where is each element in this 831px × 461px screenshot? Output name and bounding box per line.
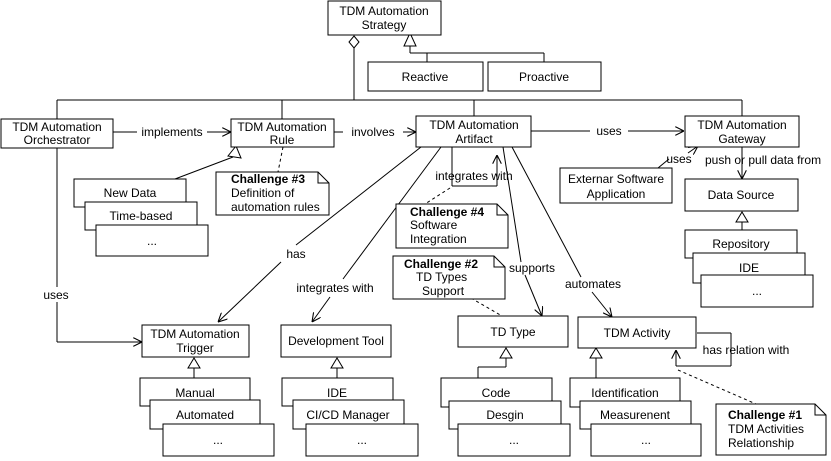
dev-tool-cicd: CI/CD Manager bbox=[306, 408, 389, 422]
orchestrator-node: TDM Automation Orchestrator bbox=[0, 118, 114, 149]
rule-line2: Rule bbox=[270, 133, 295, 147]
challenge-2-line2: Support bbox=[422, 284, 465, 298]
label-push-pull: push or pull data from bbox=[705, 153, 821, 167]
connectors bbox=[56, 31, 757, 405]
data-source-title: Data Source bbox=[708, 188, 775, 202]
rule-types-stack: New Data Time-based ... bbox=[73, 178, 209, 257]
activity-group: TDM Activity Identification Measurenent … bbox=[569, 316, 702, 457]
activity-measurement: Measurenent bbox=[600, 408, 671, 422]
artifact-line1: TDM Automation bbox=[429, 118, 518, 132]
activity-more-box bbox=[590, 423, 702, 457]
strategy-group: TDM Automation Strategy Reactive Proacti… bbox=[327, 0, 602, 92]
challenge-4-line2: Integration bbox=[410, 232, 467, 246]
trigger-automated: Automated bbox=[176, 408, 234, 422]
td-type-design: Desgin bbox=[486, 408, 523, 422]
gateway-line2: Gateway bbox=[718, 132, 765, 146]
activity-title: TDM Activity bbox=[604, 326, 671, 340]
td-type-code: Code bbox=[482, 386, 511, 400]
rule-line1: TDM Automation bbox=[237, 120, 326, 134]
rule-type-new-data: New Data bbox=[104, 186, 157, 200]
label-implements: implements bbox=[141, 125, 202, 139]
label-supports: supports bbox=[509, 261, 555, 275]
trigger-manual: Manual bbox=[175, 386, 214, 400]
rule-type-time-based: Time-based bbox=[110, 209, 173, 223]
td-type-more-box bbox=[457, 423, 571, 457]
data-source-ide: IDE bbox=[739, 261, 759, 275]
label-automates: automates bbox=[565, 277, 621, 291]
label-integrates-with-top: integrates with bbox=[435, 169, 512, 183]
challenge-3-title: Challenge #3 bbox=[231, 172, 305, 186]
relation-labels: implements involves uses uses push or pu… bbox=[43, 124, 821, 357]
challenge-1-note: Challenge #1 TDM Activities Relationship bbox=[715, 403, 827, 456]
data-source-box bbox=[684, 178, 799, 212]
data-source-more-box bbox=[700, 274, 814, 308]
data-source-group: Data Source Repository IDE ... bbox=[684, 178, 814, 308]
gateway-line1: TDM Automation bbox=[697, 118, 786, 132]
dev-tool-ide: IDE bbox=[327, 386, 347, 400]
label-has-relation-with: has relation with bbox=[703, 343, 790, 357]
challenge-4-title: Challenge #4 bbox=[410, 205, 484, 219]
strategy-box bbox=[327, 0, 442, 36]
dev-tool-more-box bbox=[305, 423, 419, 457]
challenge-3-line2: automation rules bbox=[231, 200, 320, 214]
orchestrator-line1: TDM Automation bbox=[12, 120, 101, 134]
dev-tool-title: Development Tool bbox=[288, 334, 384, 348]
label-uses-external: uses bbox=[666, 152, 691, 166]
challenge-4-line1: Software bbox=[410, 218, 458, 232]
trigger-more-box bbox=[162, 423, 275, 457]
challenge-3-line1: Definition of bbox=[231, 186, 295, 200]
trigger-box bbox=[141, 324, 250, 358]
label-uses-gateway: uses bbox=[596, 124, 621, 138]
dev-tool-box bbox=[280, 324, 392, 358]
proactive-box bbox=[487, 61, 602, 92]
trigger-group: TDM Automation Trigger Manual Automated … bbox=[139, 324, 275, 457]
strategy-title-line1: TDM Automation bbox=[339, 4, 428, 18]
activity-identification: Identification bbox=[591, 386, 658, 400]
label-uses-trigger: uses bbox=[43, 288, 68, 302]
artifact-line2: Artifact bbox=[455, 132, 493, 146]
challenge-4-note: Challenge #4 Software Integration bbox=[395, 203, 509, 249]
rule-node: TDM Automation Rule bbox=[230, 118, 335, 148]
data-source-repository: Repository bbox=[712, 237, 769, 251]
label-integrates-with: integrates with bbox=[296, 281, 373, 295]
reactive-label: Reactive bbox=[402, 70, 449, 84]
challenge-1-line2: Relationship bbox=[728, 436, 794, 450]
proactive-label: Proactive bbox=[519, 70, 569, 84]
td-type-box bbox=[457, 315, 569, 348]
strategy-title-line2: Strategy bbox=[362, 18, 407, 32]
gateway-node: TDM Automation Gateway bbox=[684, 115, 800, 148]
trigger-line2: Trigger bbox=[176, 341, 214, 355]
data-source-more: ... bbox=[752, 284, 762, 298]
td-type-more: ... bbox=[509, 433, 519, 447]
dev-tool-group: Development Tool IDE CI/CD Manager ... bbox=[280, 324, 419, 457]
external-app-line2: Application bbox=[587, 187, 646, 201]
challenge-3-note: Challenge #3 Definition of automation ru… bbox=[215, 171, 330, 216]
label-involves: involves bbox=[351, 125, 394, 139]
orchestrator-line2: Orchestrator bbox=[24, 133, 91, 147]
td-type-title: TD Type bbox=[490, 325, 535, 339]
challenge-1-title: Challenge #1 bbox=[728, 408, 802, 422]
challenge-2-line1: TD Types bbox=[416, 270, 467, 284]
challenge-2-title: Challenge #2 bbox=[404, 257, 478, 271]
td-type-group: TD Type Code Desgin ... bbox=[440, 315, 571, 457]
rule-type-more-box bbox=[95, 224, 209, 257]
activity-box bbox=[577, 316, 697, 349]
external-app-line1: Externar Software bbox=[568, 172, 664, 186]
dev-tool-more: ... bbox=[357, 433, 367, 447]
trigger-more: ... bbox=[213, 433, 223, 447]
reactive-box bbox=[367, 61, 484, 92]
challenge-1-line1: TDM Activities bbox=[728, 422, 804, 436]
challenge-2-note: Challenge #2 TD Types Support bbox=[392, 255, 506, 300]
rule-type-more: ... bbox=[147, 234, 157, 248]
trigger-line1: TDM Automation bbox=[150, 327, 239, 341]
label-has: has bbox=[286, 247, 305, 261]
activity-more: ... bbox=[641, 433, 651, 447]
external-app-node: Externar Software Application bbox=[559, 167, 673, 204]
artifact-node: TDM Automation Artifact bbox=[415, 115, 532, 148]
